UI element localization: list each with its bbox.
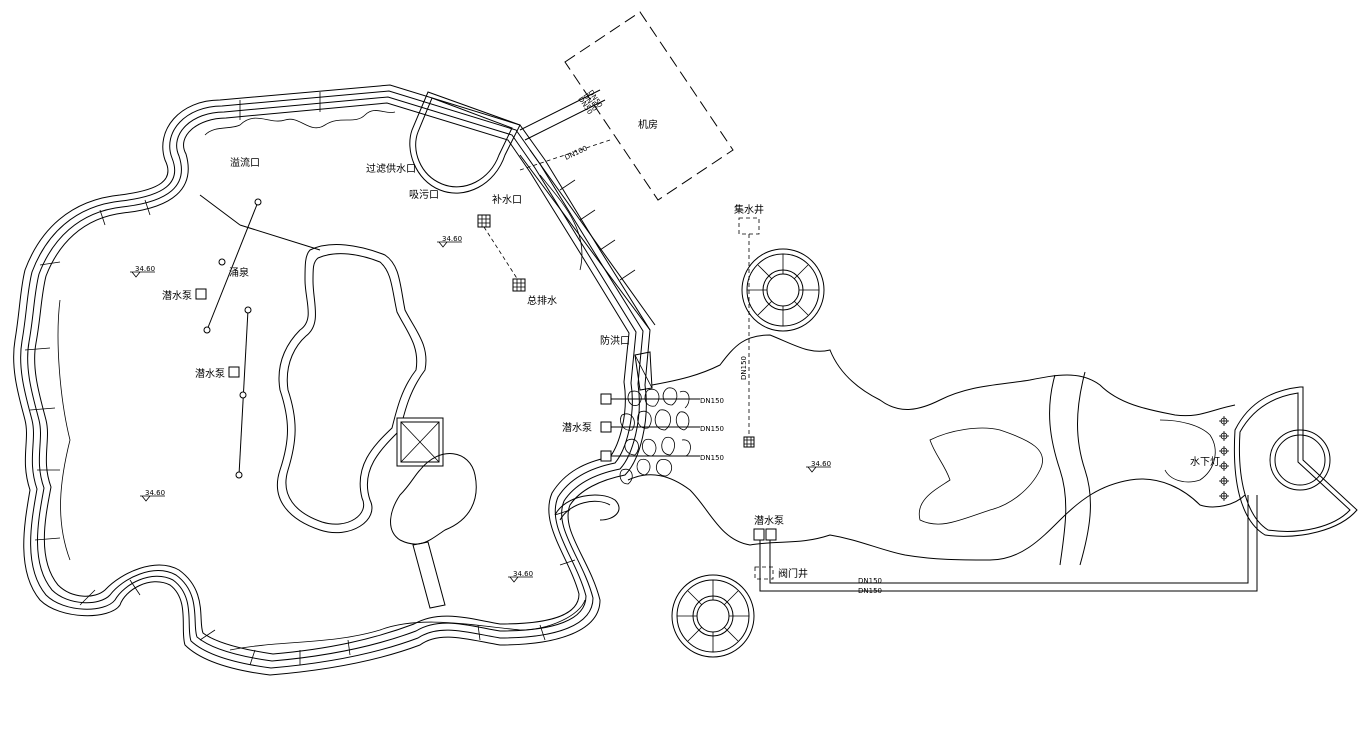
elev-5: 34.60 xyxy=(811,460,831,468)
valve-well-label: 阀门井 xyxy=(778,567,808,580)
pump-label-3: 潜水泵 xyxy=(562,421,592,434)
small-island xyxy=(390,453,477,609)
elev-3: 34.60 xyxy=(145,489,165,497)
spring-label: 涌泉 xyxy=(229,266,249,279)
pump-box-4b xyxy=(765,528,777,541)
machine-room-label: 机房 xyxy=(638,118,658,131)
sewage-suction-label: 吸污口 xyxy=(409,189,439,201)
elev-4: 34.60 xyxy=(513,570,533,578)
pump-box-1 xyxy=(195,288,207,300)
pump-label-1: 潜水泵 xyxy=(162,289,192,302)
right-platform xyxy=(1233,386,1358,537)
flood-outlet-label: 防洪口 xyxy=(600,334,630,347)
stream xyxy=(627,334,1246,566)
weir xyxy=(634,351,653,391)
elevation-markers: 34.60 34.60 34.60 34.60 34.60 xyxy=(130,235,831,583)
underwater-light-label: 水下灯 xyxy=(1190,456,1220,468)
pump-box-2 xyxy=(228,366,240,378)
main-drain-label: 总排水 xyxy=(527,294,557,307)
pump-pipes-3 xyxy=(600,393,700,462)
main-pond-edging xyxy=(13,84,651,676)
spring-heads xyxy=(203,198,262,479)
machine-room: 机房 DN50 DN50 DN50 DN100 xyxy=(519,11,734,201)
supply-pipes xyxy=(759,495,1258,592)
pump-label-4: 潜水泵 xyxy=(754,514,784,527)
channel xyxy=(519,89,656,331)
valve-well-box xyxy=(754,566,774,580)
pipe-c: DN150 xyxy=(700,454,724,462)
island xyxy=(276,244,427,534)
collection-well-label: 集水井 xyxy=(734,203,764,216)
pump-label-2: 潜水泵 xyxy=(195,367,225,380)
pipe-f: DN150 xyxy=(858,587,882,595)
filter-supply-label: 过滤供水口 xyxy=(366,162,416,175)
semicircle-platform xyxy=(409,91,521,194)
round-plaza-top xyxy=(741,248,825,332)
pipe-a: DN150 xyxy=(700,397,724,405)
round-plaza-bottom xyxy=(671,574,755,658)
pipe-d: DN150 xyxy=(740,356,748,380)
grate-1 xyxy=(477,214,491,228)
overflow-label: 溢流口 xyxy=(230,156,260,169)
elev-1: 34.60 xyxy=(135,265,155,273)
pipe-e: DN150 xyxy=(858,577,882,585)
underwater-lights xyxy=(1219,416,1229,501)
pipe-lines xyxy=(199,194,321,479)
pipe-b: DN150 xyxy=(700,425,724,433)
pump-box-4a xyxy=(753,528,765,541)
bottom-right-edging xyxy=(554,494,620,521)
elev-2: 34.60 xyxy=(442,235,462,243)
collection-well xyxy=(738,217,760,448)
stepping-stones xyxy=(619,387,691,485)
pavilion xyxy=(396,417,444,467)
pipe-machine-4: DN100 xyxy=(563,144,588,161)
water-supply-label: 补水口 xyxy=(492,193,522,206)
grate-2 xyxy=(512,278,526,292)
